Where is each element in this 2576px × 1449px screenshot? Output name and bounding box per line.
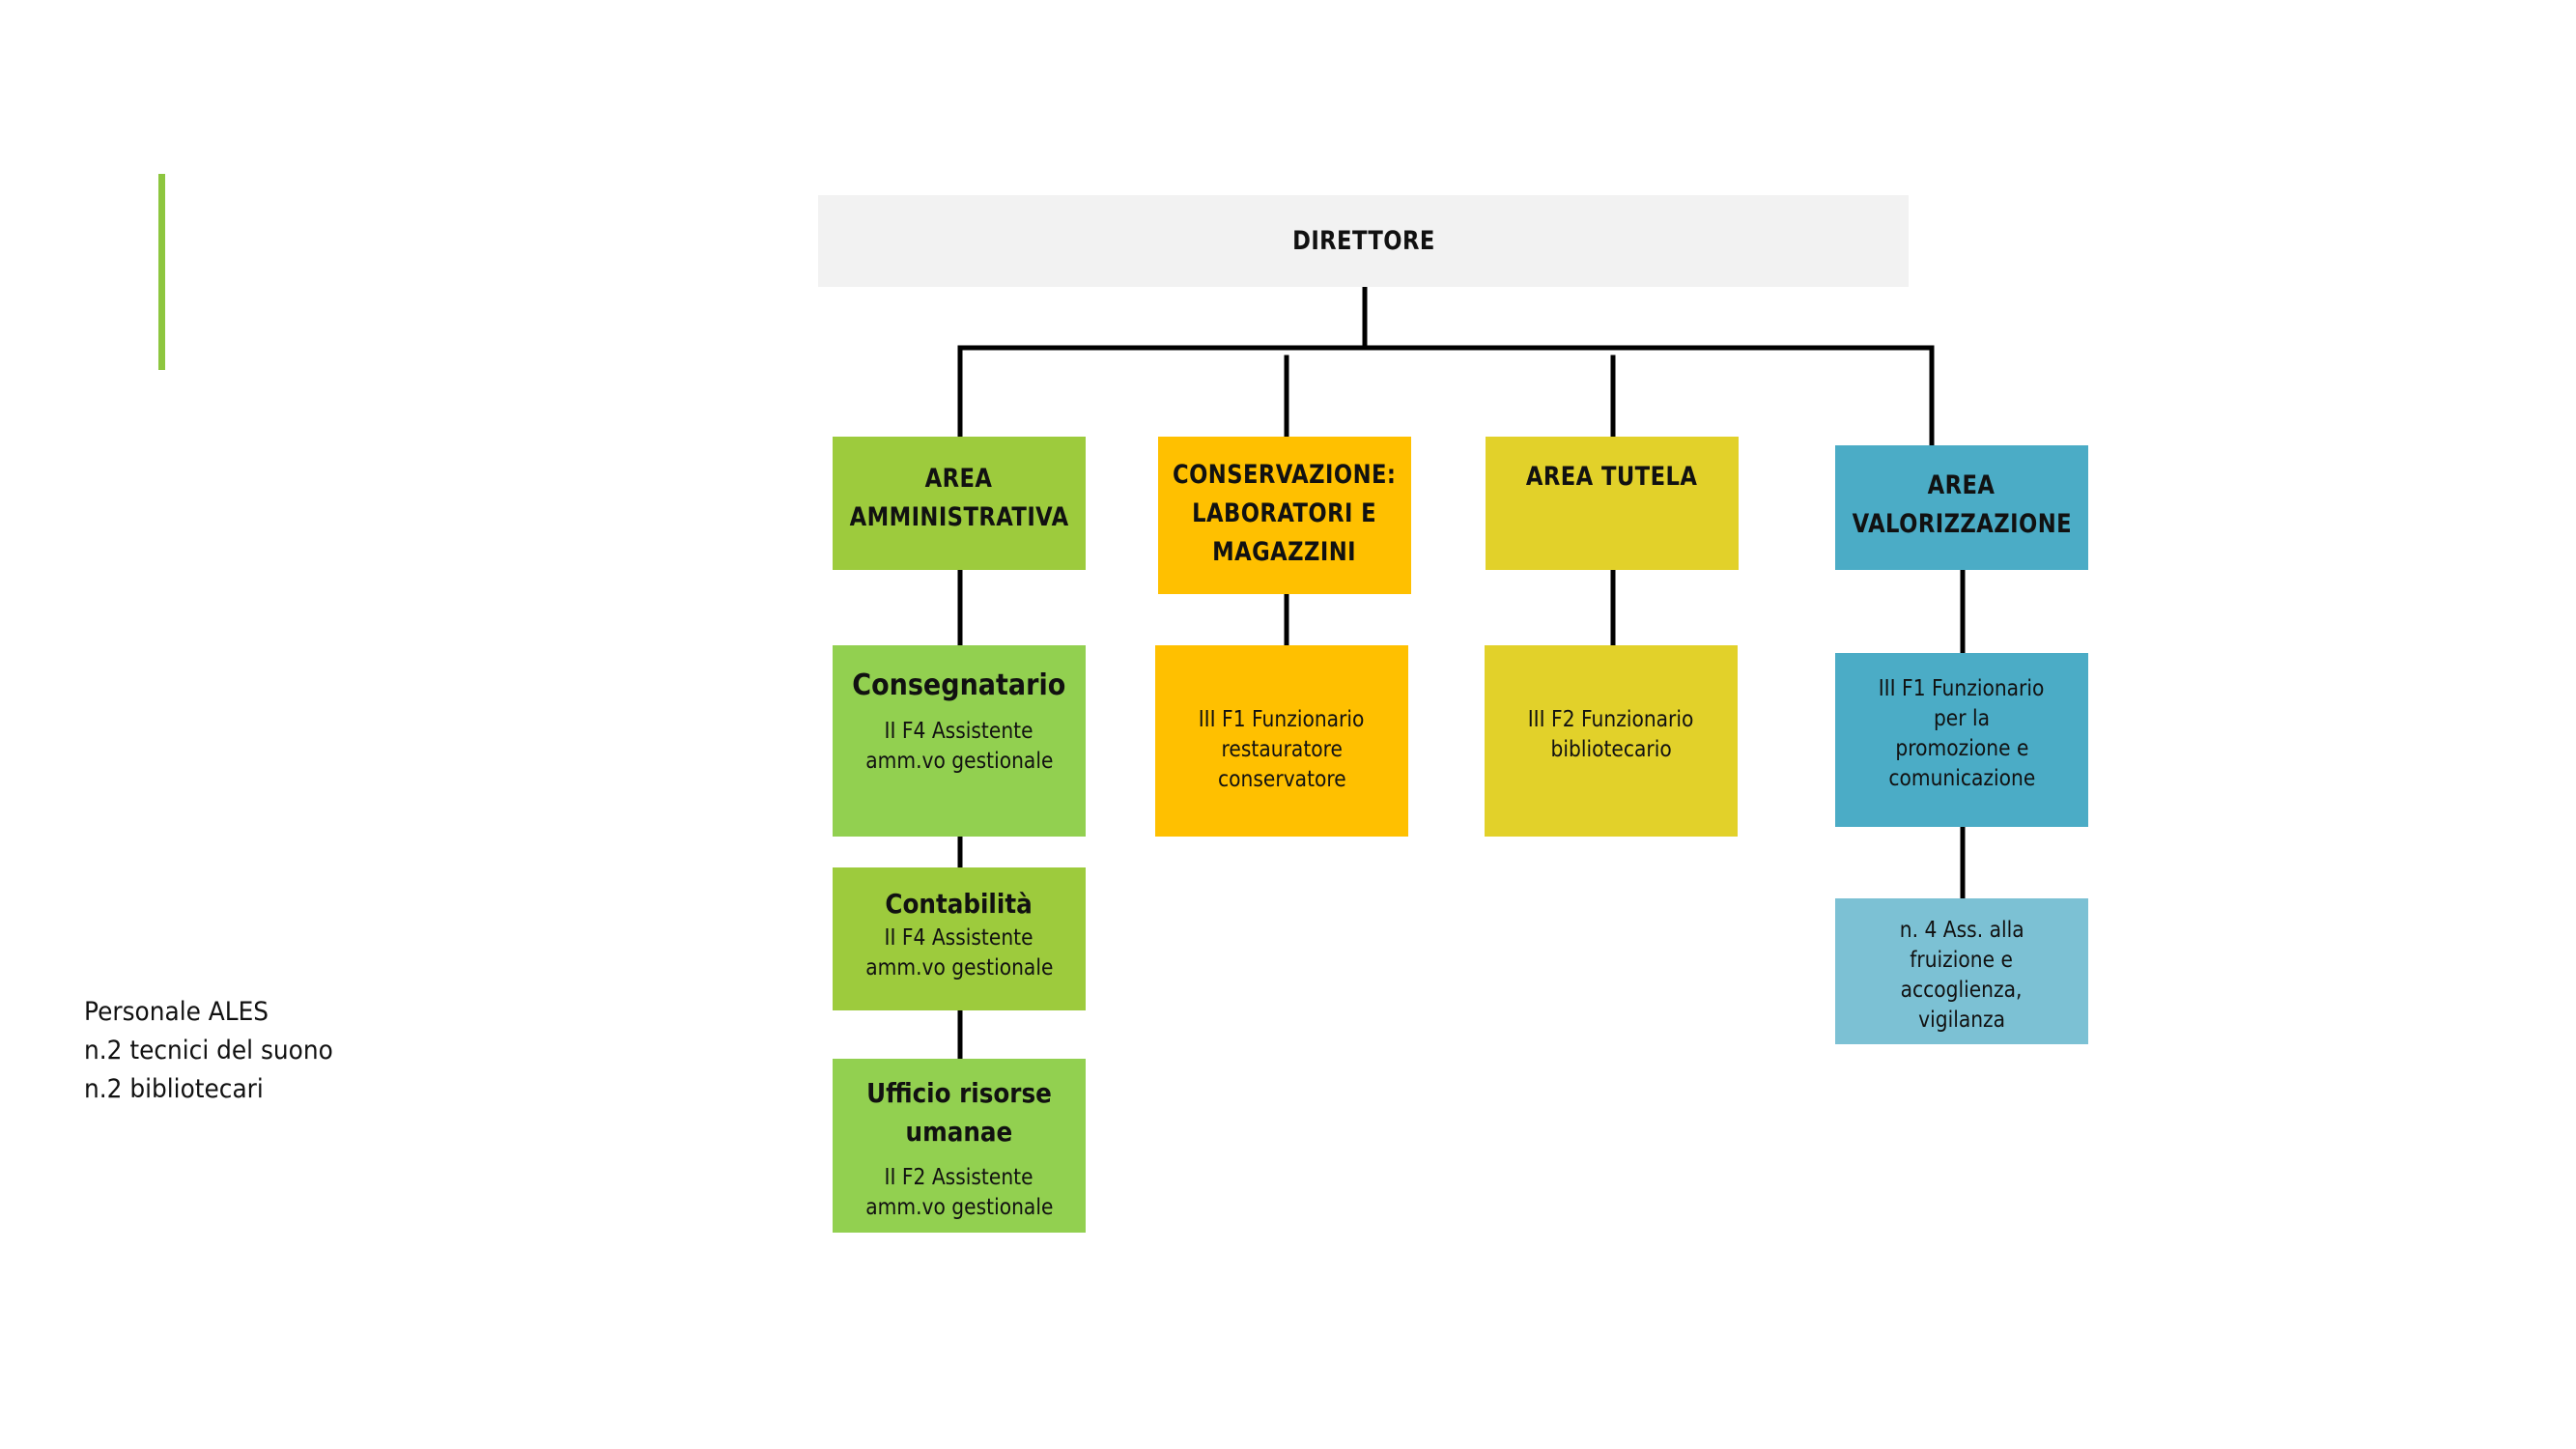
area-valorizzazione-title-line-2: VALORIZZAZIONE — [1852, 509, 2072, 539]
ufficio-risorse-title-line-1: Ufficio risorse — [866, 1077, 1052, 1109]
area-tutela-box: AREA TUTELA — [1486, 437, 1739, 570]
personale-ales-line-1: Personale ALES — [84, 997, 269, 1027]
assistenti-fruizione-desc-line-3: accoglienza, — [1901, 978, 2023, 1003]
bibliotecario-box: III F2 Funzionario bibliotecario — [1485, 645, 1738, 837]
area-valorizzazione-title-line-1: AREA — [1928, 470, 1996, 500]
assistenti-fruizione-desc-line-4: vigilanza — [1918, 1008, 2005, 1033]
consegnatario-box: Consegnatario II F4 Assistente amm.vo ge… — [833, 645, 1086, 837]
restauratore-box: III F1 Funzionario restauratore conserva… — [1155, 645, 1408, 837]
funzionario-promozione-desc-line-4: comunicazione — [1888, 766, 2035, 791]
accent-bar — [158, 174, 165, 370]
consegnatario-desc-line-1: II F4 Assistente — [884, 719, 1034, 744]
funzionario-promozione-desc-line-1: III F1 Funzionario — [1879, 676, 2045, 701]
funzionario-promozione-desc-line-2: per la — [1933, 706, 1991, 731]
area-amministrativa-box: AREA AMMINISTRATIVA — [833, 437, 1086, 570]
area-amministrativa-title-line-2: AMMINISTRATIVA — [849, 502, 1069, 532]
assistenti-fruizione-desc-line-1: n. 4 Ass. alla — [1899, 918, 2024, 943]
assistenti-fruizione-desc-line-2: fruizione e — [1910, 948, 2014, 973]
area-valorizzazione-box: AREA VALORIZZAZIONE — [1835, 445, 2088, 570]
funzionario-promozione-box: III F1 Funzionario per la promozione e c… — [1835, 653, 2088, 827]
consegnatario-desc-line-2: amm.vo gestionale — [864, 749, 1054, 774]
restauratore-desc-line-1: III F1 Funzionario — [1199, 707, 1365, 732]
personale-ales-note: Personale ALES n.2 tecnici del suono n.2… — [84, 993, 333, 1109]
area-conservazione-title-line-1: CONSERVAZIONE: — [1173, 460, 1397, 490]
area-conservazione-title-line-2: LABORATORI E — [1192, 498, 1377, 528]
ufficio-risorse-box: Ufficio risorse umanae II F2 Assistente … — [833, 1059, 1086, 1233]
ufficio-risorse-desc-line-1: II F2 Assistente — [884, 1165, 1034, 1190]
consegnatario-title: Consegnatario — [852, 668, 1066, 702]
bibliotecario-desc-line-2: bibliotecario — [1550, 737, 1672, 762]
ufficio-risorse-title-line-2: umanae — [905, 1116, 1013, 1148]
ufficio-risorse-desc-line-2: amm.vo gestionale — [864, 1195, 1054, 1220]
director-label: DIRETTORE — [1291, 225, 1435, 256]
contabilita-desc-line-1: II F4 Assistente — [884, 925, 1034, 951]
area-tutela-title: AREA TUTELA — [1526, 462, 1698, 492]
personale-ales-line-3: n.2 bibliotecari — [84, 1074, 264, 1104]
contabilita-box: Contabilità II F4 Assistente amm.vo gest… — [833, 867, 1086, 1010]
bibliotecario-desc-line-1: III F2 Funzionario — [1528, 707, 1694, 732]
assistenti-fruizione-box: n. 4 Ass. alla fruizione e accoglienza, … — [1835, 898, 2088, 1044]
area-conservazione-box: CONSERVAZIONE: LABORATORI E MAGAZZINI — [1158, 437, 1411, 594]
area-amministrativa-title-line-1: AREA — [925, 464, 993, 494]
contabilita-title: Contabilità — [885, 888, 1033, 920]
funzionario-promozione-desc-line-3: promozione e — [1894, 736, 2028, 761]
restauratore-desc-line-3: conservatore — [1217, 767, 1346, 792]
area-conservazione-title-line-3: MAGAZZINI — [1212, 537, 1357, 567]
restauratore-desc-line-2: restauratore — [1221, 737, 1343, 762]
personale-ales-line-2: n.2 tecnici del suono — [84, 1036, 333, 1065]
director-box: DIRETTORE — [818, 195, 1909, 287]
contabilita-desc-line-2: amm.vo gestionale — [864, 955, 1054, 980]
